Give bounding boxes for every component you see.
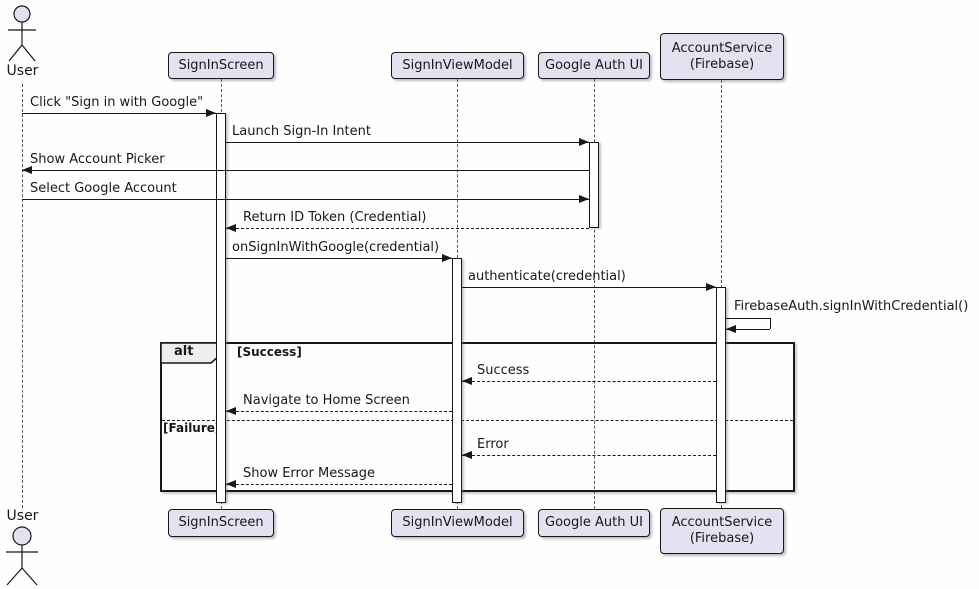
participant-signinscreen-top: SignInScreen bbox=[168, 52, 274, 79]
participant-googleauthui-top: Google Auth UI bbox=[538, 52, 650, 79]
participant-signinviewmodel-top: SignInViewModel bbox=[391, 52, 524, 79]
actor-user-top-icon bbox=[8, 5, 36, 62]
lifeline-user bbox=[22, 84, 23, 508]
alt-frame bbox=[160, 342, 795, 492]
alt-operator-label: alt bbox=[174, 344, 194, 359]
arrowhead-icon bbox=[579, 195, 589, 203]
message-line bbox=[22, 170, 589, 171]
arrowhead-icon bbox=[22, 166, 32, 174]
actor-user-top-label: User bbox=[6, 63, 39, 79]
participant-label-line1: AccountService bbox=[671, 40, 773, 56]
guard-success-label: [Success] bbox=[237, 345, 302, 359]
message-line bbox=[226, 228, 589, 229]
self-message-top-line bbox=[726, 318, 770, 319]
message-line bbox=[22, 199, 589, 200]
self-message-side-line bbox=[770, 318, 771, 329]
participant-label-line1: AccountService bbox=[671, 515, 773, 530]
alt-operator-pentagon bbox=[160, 342, 220, 364]
participant-googleauthui-bottom: Google Auth UI bbox=[538, 509, 650, 537]
actor-user-bottom-label: User bbox=[6, 508, 39, 524]
message-line bbox=[462, 381, 716, 382]
arrowhead-icon bbox=[226, 407, 236, 415]
arrowhead-icon bbox=[206, 109, 216, 117]
arrowhead-icon bbox=[226, 480, 236, 488]
message-label: Select Google Account bbox=[30, 181, 177, 196]
lifeline-googleauthui bbox=[594, 79, 595, 509]
participant-label: SignInScreen bbox=[178, 57, 264, 73]
participant-signinviewmodel-bottom: SignInViewModel bbox=[391, 509, 524, 537]
arrowhead-icon bbox=[226, 224, 236, 232]
arrowhead-icon bbox=[462, 451, 472, 459]
participant-label: SignInViewModel bbox=[402, 515, 513, 530]
alt-frame-divider bbox=[162, 420, 793, 421]
message-line bbox=[226, 411, 452, 412]
actor-user-bottom-icon bbox=[6, 526, 38, 586]
participant-label: Google Auth UI bbox=[545, 57, 643, 73]
participant-signinscreen-bottom: SignInScreen bbox=[168, 509, 274, 537]
participant-label-line2: (Firebase) bbox=[689, 56, 755, 72]
participant-label-line2: (Firebase) bbox=[689, 531, 755, 546]
participant-label: Google Auth UI bbox=[545, 515, 643, 530]
message-label: FirebaseAuth.signInWithCredential() bbox=[734, 299, 969, 314]
participant-label: SignInViewModel bbox=[402, 57, 513, 73]
participant-accountservice-bottom: AccountService (Firebase) bbox=[660, 508, 784, 554]
message-label: Show Account Picker bbox=[30, 152, 165, 167]
arrowhead-icon bbox=[579, 138, 589, 146]
message-label: Success bbox=[477, 363, 530, 378]
message-label: onSignInWithGoogle(credential) bbox=[232, 240, 440, 255]
message-label: authenticate(credential) bbox=[468, 269, 626, 284]
message-line bbox=[462, 287, 716, 288]
message-label: Show Error Message bbox=[243, 466, 376, 481]
arrowhead-icon bbox=[442, 254, 452, 262]
message-line bbox=[462, 455, 716, 456]
message-line bbox=[22, 113, 216, 114]
participant-label: SignInScreen bbox=[178, 515, 264, 530]
arrowhead-icon bbox=[462, 377, 472, 385]
activation-accountservice bbox=[716, 287, 726, 503]
message-label: Error bbox=[477, 437, 509, 452]
activation-signinscreen bbox=[216, 113, 226, 503]
message-label: Click "Sign in with Google" bbox=[30, 95, 204, 110]
message-label: Navigate to Home Screen bbox=[243, 393, 410, 408]
participant-accountservice-top: AccountService (Firebase) bbox=[660, 33, 784, 80]
message-line bbox=[226, 484, 452, 485]
arrowhead-icon bbox=[706, 283, 716, 291]
activation-signinviewmodel bbox=[452, 258, 462, 503]
activation-googleauthui bbox=[589, 142, 599, 228]
message-label: Return ID Token (Credential) bbox=[243, 210, 427, 225]
self-message-bottom-line bbox=[726, 329, 770, 330]
message-line bbox=[226, 258, 452, 259]
message-line bbox=[226, 142, 589, 143]
message-label: Launch Sign-In Intent bbox=[232, 124, 371, 139]
guard-failure-label: [Failure] bbox=[163, 421, 221, 435]
arrowhead-icon bbox=[726, 325, 736, 333]
